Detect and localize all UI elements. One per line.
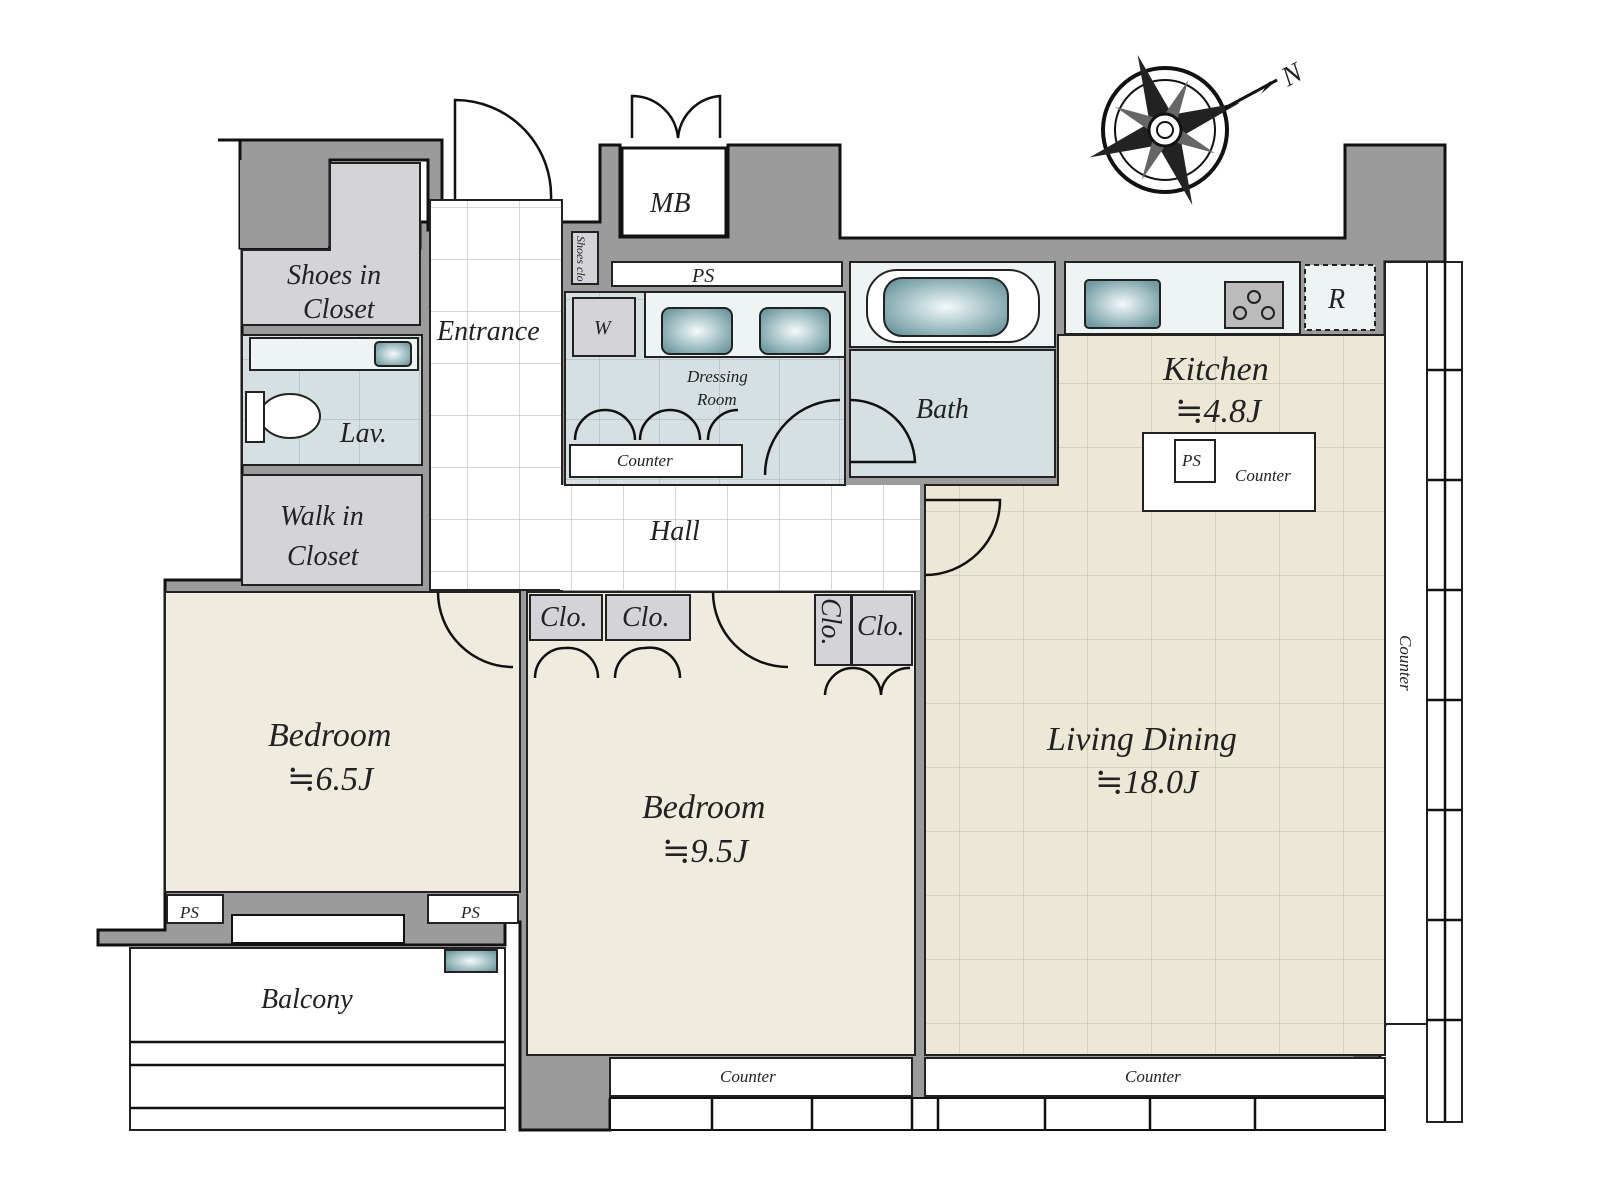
kitchen-size: ≒4.8J [1175, 393, 1263, 430]
dressing-counter [569, 444, 743, 478]
island-ps-label: PS [1181, 451, 1201, 470]
ps-left [166, 894, 224, 924]
bath [849, 349, 1056, 478]
living-dining-size: ≒18.0J [1095, 764, 1200, 801]
closet-label: Clo. [815, 598, 846, 645]
closets [529, 594, 913, 696]
hall-floor [560, 485, 920, 590]
hall-label: Hall [649, 516, 700, 547]
shoes-in-closet-label-2: Closet [303, 294, 376, 325]
shoes-in-closet [241, 162, 421, 326]
sink-icon [759, 307, 831, 355]
bedroom-1 [164, 591, 521, 893]
compass-north-label: N [1276, 56, 1309, 93]
bedroom-2-label: Bedroom [642, 789, 765, 826]
sink-icon [661, 307, 733, 355]
bedroom-2-size: ≒9.5J [662, 833, 750, 870]
washer-label: W [594, 317, 613, 339]
closet-label: Clo. [622, 602, 669, 633]
island-ps [1174, 439, 1216, 483]
lav-sink-icon [374, 341, 412, 367]
ps-top [611, 261, 843, 287]
right-counter-label: Counter [1396, 635, 1415, 691]
walk-in-closet-label: Walk in [280, 501, 364, 532]
mb-label: MB [649, 188, 690, 219]
balcony-label: Balcony [261, 984, 353, 1015]
dressing-room-label: Dressing [686, 367, 748, 386]
bedroom-1-size: ≒6.5J [287, 761, 375, 798]
dressing-counter-label: Counter [617, 451, 673, 470]
lav-label: Lav. [339, 418, 387, 449]
ps-right [427, 894, 519, 924]
bedroom-1-label: Bedroom [268, 717, 391, 754]
bath-label: Bath [916, 394, 969, 425]
refrigerator-space [1304, 264, 1376, 331]
washer [572, 297, 636, 357]
entrance-door[interactable] [453, 98, 553, 201]
kitchen-label: Kitchen [1162, 351, 1269, 388]
living-door[interactable] [924, 498, 1002, 577]
bottom-counter-right-label: Counter [1125, 1067, 1181, 1086]
closet-label: Clo. [857, 611, 904, 642]
dressing-room-label-2: Room [696, 390, 737, 409]
walk-in-closet [241, 474, 423, 586]
bath-door[interactable] [849, 398, 917, 464]
shoes-clo-label: Shoes clo [574, 236, 588, 282]
bottom-counter-right [924, 1057, 1386, 1097]
living-dining-label: Living Dining [1046, 721, 1237, 758]
ps-left-label: PS [179, 903, 199, 922]
balcony [129, 947, 506, 1131]
ps-right-label: PS [460, 903, 480, 922]
refrigerator-label: R [1327, 284, 1345, 315]
shoes-in-closet-label: Shoes in [287, 260, 381, 291]
closet-label: Clo. [540, 602, 587, 633]
kitchen-sink-icon [1084, 279, 1161, 329]
entrance-label: Entrance [436, 316, 540, 347]
bedroom-1-window [231, 914, 405, 944]
entrance-hall-floor [429, 199, 563, 591]
island-counter-label: Counter [1235, 466, 1291, 485]
bottom-windows [609, 1097, 1386, 1131]
stove-icon [1224, 281, 1284, 329]
bottom-counter-left [609, 1057, 913, 1097]
toilet-icon [259, 393, 321, 439]
meter-box [620, 146, 728, 238]
shoes-clo [571, 231, 599, 285]
ps-top-label: PS [691, 265, 714, 287]
walk-in-closet-label-2: Closet [287, 541, 360, 572]
island-counter [1142, 432, 1316, 512]
ac-unit-icon [444, 949, 498, 973]
right-windows [1426, 261, 1463, 1123]
bottom-counter-left-label: Counter [720, 1067, 776, 1086]
compass-icon [1089, 54, 1278, 206]
